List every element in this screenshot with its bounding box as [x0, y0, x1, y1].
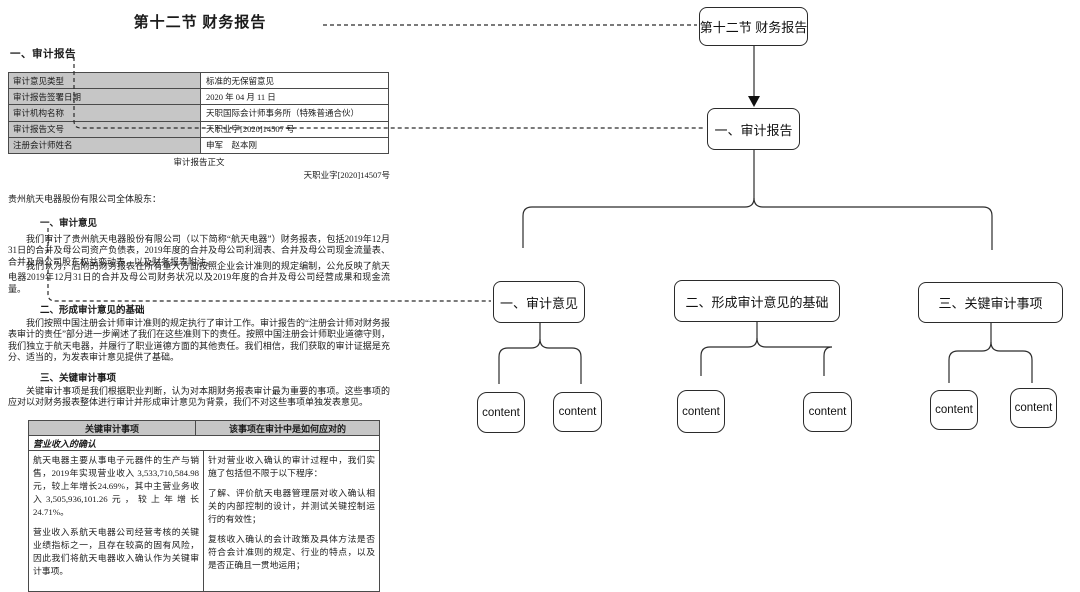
audit-doc-number: 天职业字[2020]14507号 — [303, 170, 390, 180]
table-row: 注册会计师姓名 申军 赵本刚 — [9, 137, 388, 153]
opinion-branch-left — [498, 338, 541, 384]
table-body-row: 航天电器主要从事电子元器件的生产与销售，2019年实现营业收入 3,533,71… — [29, 451, 379, 591]
flow-node-opinion-basis[interactable]: 二、形成审计意见的基础 — [674, 280, 840, 322]
row-value: 天职国际会计师事务所（特殊普通合伙） — [206, 107, 360, 118]
row-value: 申军 赵本刚 — [206, 140, 258, 151]
matter-paragraph: 航天电器主要从事电子元器件的生产与销售，2019年实现营业收入 3,533,71… — [33, 455, 199, 517]
audit-response-cell: 针对营业收入确认的审计过程中，我们实施了包括但不限于以下程序： 了解、评价航天电… — [204, 451, 379, 591]
paragraph-key-audit-matters: 关键审计事项是我们根据职业判断，认为对本期财务报表审计最为重要的事项。这些事项的… — [8, 386, 390, 408]
row-value: 标准的无保留意见 — [206, 75, 275, 86]
row-label: 审计意见类型 — [9, 73, 201, 89]
basis-branch-right — [756, 337, 833, 376]
tree-branch-left — [522, 197, 755, 248]
flow-node-root[interactable]: 第十二节 财务报告 — [699, 7, 808, 46]
matter-paragraph: 营业收入系航天电器公司经营考核的关键业绩指标之一，且存在较高的固有风险，因此我们… — [33, 527, 199, 576]
section-heading-audit-report: 一、审计报告 — [10, 49, 76, 60]
basis-branch-left — [700, 337, 758, 376]
flow-node-content-1[interactable]: content — [477, 392, 525, 433]
heading-audit-opinion: 一、审计意见 — [40, 219, 98, 229]
flow-node-content-6[interactable]: content — [1010, 388, 1057, 428]
matter-description-cell: 航天电器主要从事电子元器件的生产与销售，2019年实现营业收入 3,533,71… — [29, 451, 204, 591]
response-paragraph: 针对营业收入确认的审计过程中，我们实施了包括但不限于以下程序： — [208, 455, 375, 478]
audit-report-body-caption: 审计报告正文 — [173, 157, 225, 167]
key-matters-branch-right — [990, 341, 1033, 383]
audit-info-table: 审计意见类型 标准的无保留意见 审计报告签署日期 2020 年 04 月 11 … — [8, 72, 389, 154]
row-label: 审计报告文号 — [9, 121, 201, 137]
flow-node-content-3[interactable]: content — [677, 390, 725, 433]
flow-node-key-audit-matters[interactable]: 三、关键审计事项 — [918, 282, 1063, 323]
paragraph-basis: 我们按照中国注册会计师审计准则的规定执行了审计工作。审计报告的“注册会计师对财务… — [8, 318, 390, 362]
heading-key-audit-matters: 三、关键审计事项 — [40, 374, 117, 384]
heading-opinion-basis: 二、形成审计意见的基础 — [40, 306, 145, 316]
row-label: 注册会计师姓名 — [9, 137, 201, 153]
row-value: 2020 年 04 月 11 日 — [206, 91, 276, 102]
column-header: 关键审计事项 — [29, 421, 196, 435]
table-row: 审计报告签署日期 2020 年 04 月 11 日 — [9, 89, 388, 106]
document-title: 第十二节 财务报告 — [133, 15, 267, 31]
column-header: 该事项在审计中是如何应对的 — [196, 421, 379, 435]
page: { "document": { "title": "第十二节 财务报告", "s… — [8, 7, 1063, 592]
flow-node-content-5[interactable]: content — [930, 390, 978, 430]
arrowhead-down-icon — [748, 96, 760, 107]
paragraph-opinion-2: 我们认为，后附的财务报表在所有重大方面按照企业会计准则的规定编制，公允反映了航天… — [8, 261, 390, 294]
table-header-row: 关键审计事项 该事项在审计中是如何应对的 — [29, 421, 379, 436]
row-value: 天职业字[2020]14507 号 — [206, 124, 295, 135]
row-label: 审计报告签署日期 — [9, 89, 201, 105]
salutation: 贵州航天电器股份有限公司全体股东： — [8, 194, 162, 204]
flow-node-audit-opinion[interactable]: 一、审计意见 — [493, 281, 585, 323]
key-matters-branch-left — [948, 341, 992, 383]
flow-node-content-2[interactable]: content — [553, 392, 602, 432]
row-label: 审计机构名称 — [9, 105, 201, 121]
flow-node-content-4[interactable]: content — [803, 392, 852, 432]
response-paragraph: 复核收入确认的会计政策及具体方法是否符合会计准则的规定、行业的特点，以及是否正确… — [208, 534, 375, 570]
opinion-branch-right — [539, 338, 582, 384]
table-row: 审计机构名称 天职国际会计师事务所（特殊普通合伙） — [9, 105, 388, 122]
revenue-recognition-row: 营业收入的确认 — [29, 436, 379, 451]
key-audit-matters-table: 关键审计事项 该事项在审计中是如何应对的 营业收入的确认 航天电器主要从事电子元… — [28, 420, 380, 592]
flow-node-audit-report[interactable]: 一、审计报告 — [707, 108, 800, 150]
tree-branch-right — [753, 197, 993, 250]
table-row: 审计意见类型 标准的无保留意见 — [9, 73, 388, 90]
table-row: 审计报告文号 天职业字[2020]14507 号 — [9, 121, 388, 138]
response-paragraph: 了解、评价航天电器管理层对收入确认相关的内部控制的设计，并测试关键控制运行的有效… — [208, 488, 375, 524]
